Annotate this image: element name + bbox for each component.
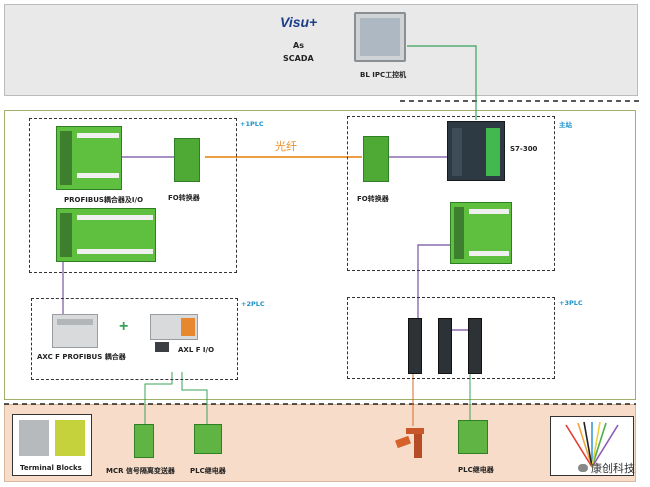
terminal-blocks-frame (12, 414, 92, 476)
cable-bundle-icon (565, 421, 619, 468)
profibus-io-module (56, 208, 156, 262)
terminal-block-gray-icon (19, 420, 49, 456)
plc-relay-right-label: PLC继电器 (458, 466, 494, 474)
profibus-coupler-label: PROFIBUS耦合器及I/O (64, 196, 144, 204)
terminal-block-green-icon (55, 420, 85, 456)
scada-line1: As (293, 41, 304, 50)
field-line-relay-left (181, 372, 208, 424)
plc1-station-box (29, 118, 237, 273)
axl-cable-icon (155, 342, 169, 352)
robot-arm-icon (395, 424, 430, 460)
scada-line2: SCADA (283, 54, 314, 63)
ipc-monitor-icon (354, 12, 406, 62)
visu-logo-text: Visu+ (280, 14, 318, 30)
plc-relay-left-device (194, 424, 222, 454)
field-line-mcr (144, 372, 173, 424)
fo-converter-left-label: FO转换器 (168, 194, 200, 202)
plc2-tag: +2PLC (241, 300, 265, 308)
plc3-station-box (347, 297, 555, 379)
axc-label: AXC F PROFIBUS 耦合器 (37, 353, 126, 361)
plc3-tag: +3PLC (559, 299, 583, 307)
device-band (4, 404, 636, 482)
visu-logo: Visu+ (280, 14, 317, 30)
axl-io-device (150, 314, 198, 340)
io-box-1 (408, 318, 422, 374)
s7-300-controller (447, 121, 505, 181)
plc1-tag: +1PLC (240, 120, 264, 128)
s7-300-label: S7-300 (510, 145, 538, 153)
master-io-module (450, 202, 512, 264)
profibus-line-drop-right (417, 244, 450, 318)
master-station-box (347, 116, 555, 271)
io-box-3 (468, 318, 482, 374)
watermark: 康创科技 (578, 460, 635, 476)
io-box-2 (438, 318, 452, 374)
terminal-blocks-label: Terminal Blocks (20, 464, 82, 472)
scada-band (4, 4, 638, 96)
fo-converter-right (363, 136, 389, 182)
ethernet-line (407, 45, 477, 120)
axc-profibus-coupler-device (52, 314, 98, 348)
fo-converter-left (174, 138, 200, 182)
fiber-label: 光纤 (275, 140, 297, 153)
cable-bundle-frame (550, 416, 634, 476)
watermark-text: 康创科技 (591, 462, 635, 475)
wechat-icon (578, 464, 588, 472)
fo-converter-right-label: FO转换器 (357, 195, 389, 203)
field-band (4, 110, 636, 400)
plc-relay-left-label: PLC继电器 (190, 467, 226, 475)
master-tag: 主站 (559, 121, 572, 129)
plus-sign: + (119, 318, 129, 335)
profibus-coupler-module (56, 126, 122, 190)
mcr-label: MCR 信号隔离变送器 (106, 467, 175, 475)
mcr-isolator-device (134, 424, 154, 458)
axl-label: AXL F I/O (178, 346, 215, 354)
plc-relay-right-device (458, 420, 488, 454)
plc2-station-box (31, 298, 238, 380)
ipc-label: BL IPC工控机 (360, 71, 407, 79)
